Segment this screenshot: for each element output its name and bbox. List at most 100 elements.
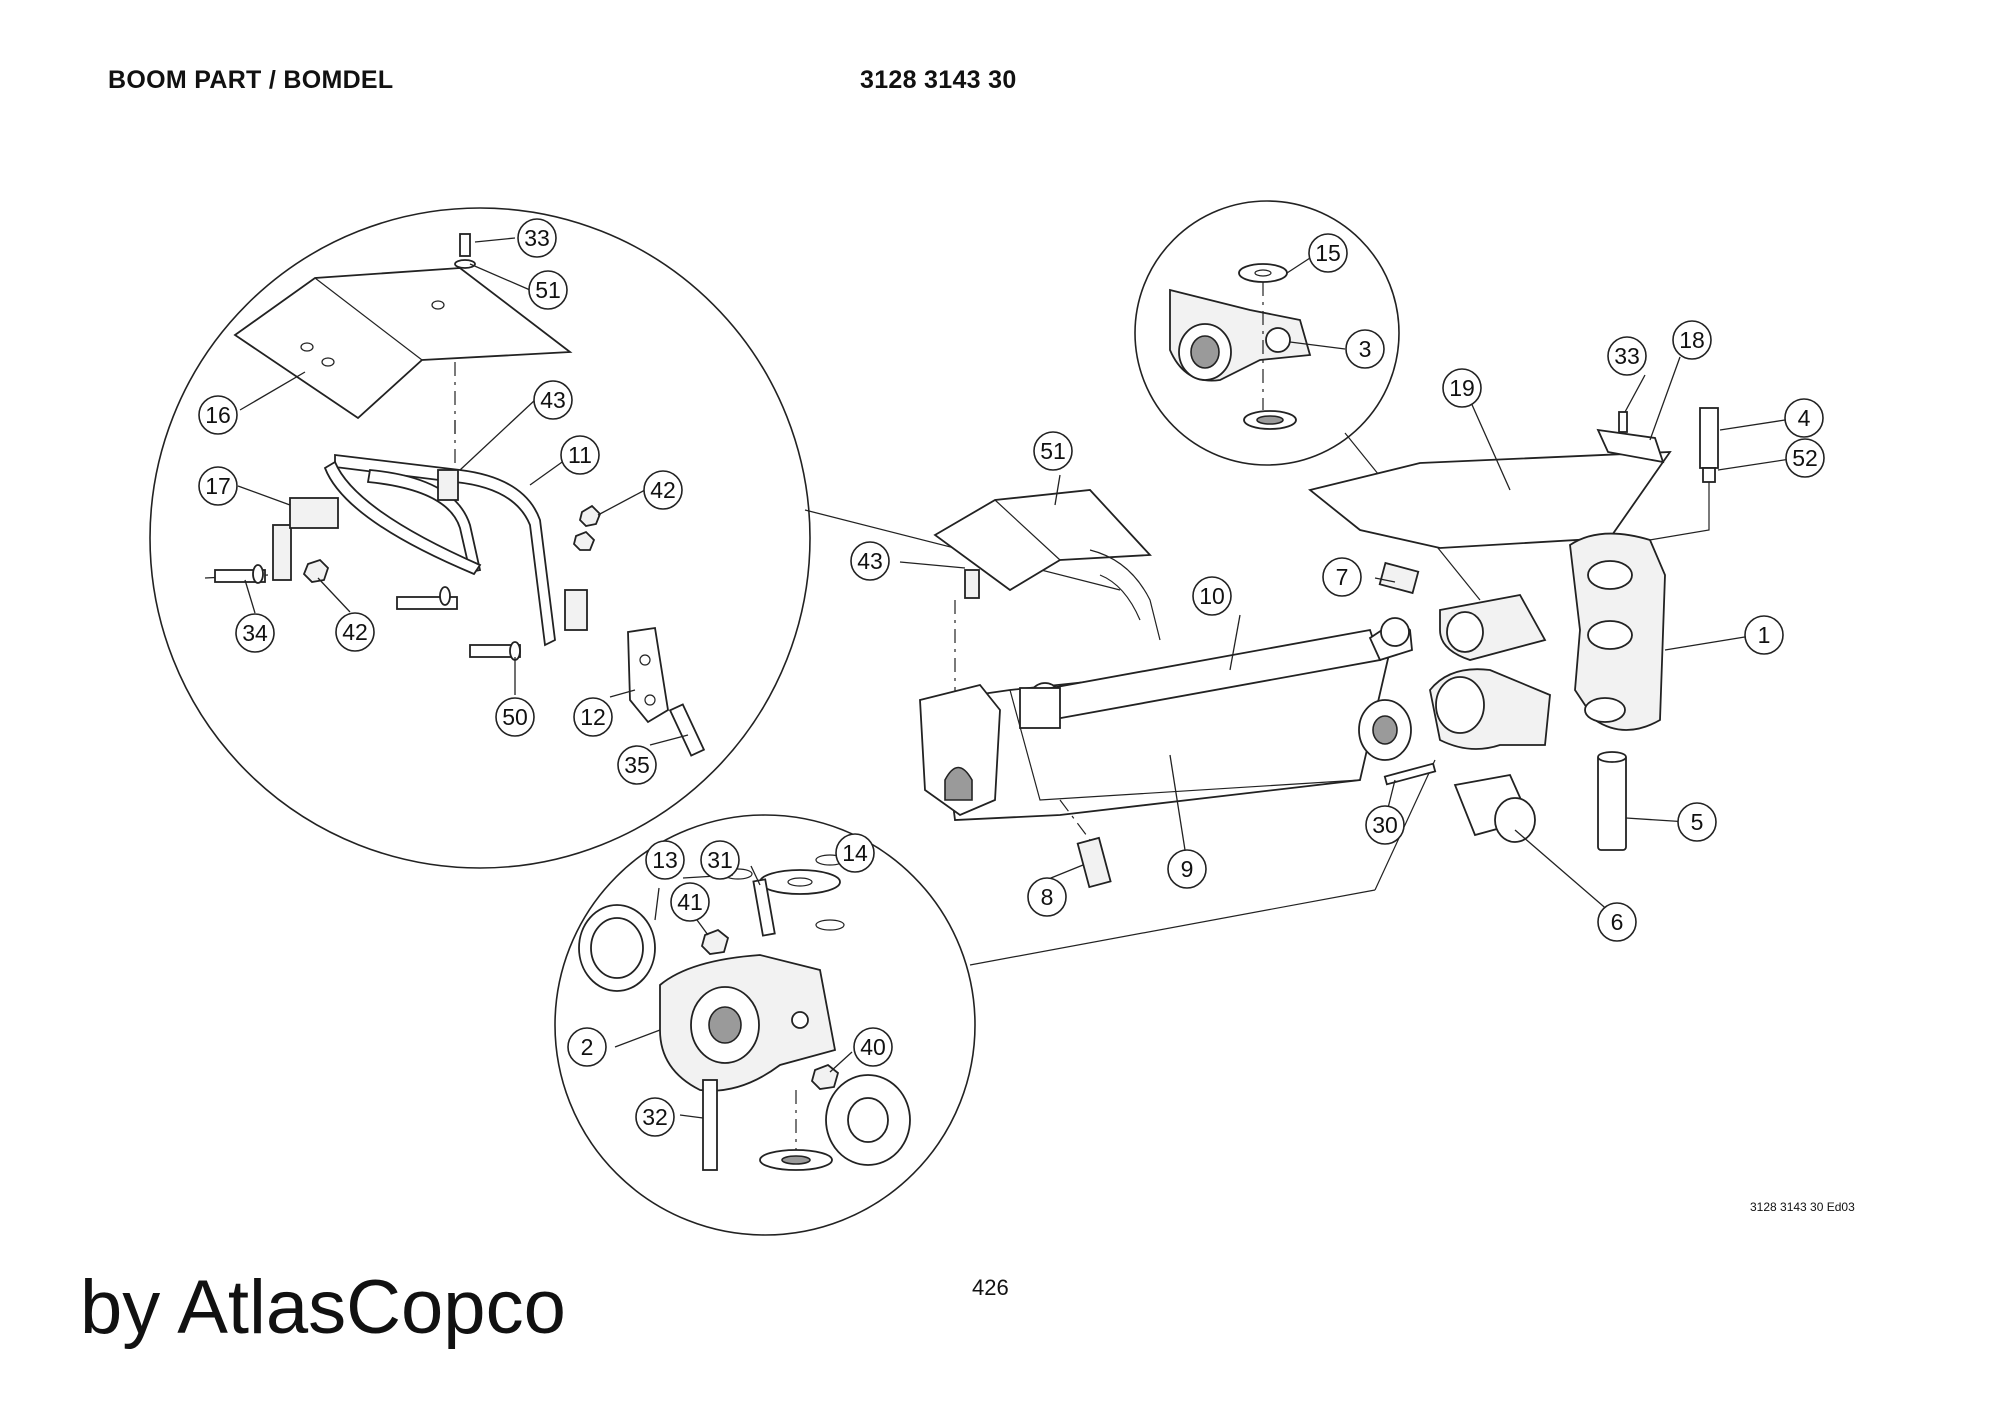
bolt-35: [668, 703, 706, 757]
callout-51: 51: [1033, 431, 1073, 471]
main-boom-assembly: [919, 407, 1719, 889]
svg-text:17: 17: [205, 473, 231, 499]
svg-text:6: 6: [1611, 909, 1624, 935]
svg-text:1: 1: [1758, 622, 1771, 648]
svg-text:52: 52: [1792, 445, 1818, 471]
svg-text:32: 32: [642, 1104, 668, 1130]
svg-text:9: 9: [1181, 856, 1194, 882]
nut-42: [302, 558, 330, 583]
pin-32: [702, 1079, 718, 1171]
svg-text:8: 8: [1041, 884, 1054, 910]
bolt-31: [752, 878, 776, 937]
callout-17: 17: [198, 466, 238, 506]
svg-text:7: 7: [1336, 564, 1349, 590]
fitting-43-main: [964, 569, 980, 599]
fitting-43: [437, 469, 459, 501]
callout-12: 12: [573, 697, 613, 737]
washer-14: [759, 869, 841, 895]
svg-text:50: 50: [502, 704, 528, 730]
bracket-12: [627, 626, 669, 724]
callout-43: 43: [533, 380, 573, 420]
callout-5: 5: [1677, 802, 1717, 842]
callout-2: 2: [567, 1027, 607, 1067]
callout-18: 18: [1672, 320, 1712, 360]
strip-18: [1596, 428, 1665, 464]
detail-circle-link: [1134, 200, 1400, 466]
pin-5: [1597, 754, 1627, 851]
svg-text:19: 19: [1449, 375, 1475, 401]
svg-text:14: 14: [842, 840, 868, 866]
bolt-30: [1383, 762, 1437, 786]
fitting-7: [1378, 561, 1420, 595]
svg-text:35: 35: [624, 752, 650, 778]
svg-text:41: 41: [677, 889, 703, 915]
bracket-17: [272, 524, 292, 581]
callout-41: 41: [670, 882, 710, 922]
svg-text:18: 18: [1679, 327, 1705, 353]
callout-51: 51: [528, 270, 568, 310]
svg-text:13: 13: [652, 847, 678, 873]
bracket-detail: [578, 854, 911, 1171]
callout-6: 6: [1597, 902, 1637, 942]
callout-43: 43: [850, 541, 890, 581]
boom-head: [919, 683, 1001, 817]
callout-7: 7: [1322, 557, 1362, 597]
washer-15: [1238, 263, 1288, 283]
nut-42: [579, 504, 602, 527]
callout-4: 4: [1784, 398, 1824, 438]
bolt-33-main: [1618, 411, 1628, 433]
svg-text:4: 4: [1798, 405, 1811, 431]
cover-plate-detail: [204, 233, 706, 757]
guide-tube-11: [334, 453, 556, 647]
callout-42: 42: [335, 612, 375, 652]
drawing-reference: 3128 3143 30 Ed03: [1750, 1200, 1855, 1214]
svg-text:31: 31: [707, 847, 733, 873]
svg-text:33: 33: [524, 225, 550, 251]
svg-text:5: 5: [1691, 809, 1704, 835]
svg-text:43: 43: [540, 387, 566, 413]
callout-42: 42: [643, 470, 683, 510]
svg-text:15: 15: [1315, 240, 1341, 266]
callout-33: 33: [517, 218, 557, 258]
svg-text:34: 34: [242, 620, 268, 646]
callout-33: 33: [1607, 336, 1647, 376]
callout-15: 15: [1308, 233, 1348, 273]
leader-lines: [237, 237, 1798, 1119]
callout-11: 11: [560, 435, 600, 475]
detail-connector-line: [1374, 759, 1436, 891]
svg-text:40: 40: [860, 1034, 886, 1060]
cover-plate-16: [233, 267, 573, 420]
link-detail: [1169, 263, 1312, 430]
svg-text:3: 3: [1359, 336, 1372, 362]
callout-30: 30: [1365, 805, 1405, 845]
callout-3: 3: [1345, 329, 1385, 369]
callout-35: 35: [617, 745, 657, 785]
callout-31: 31: [700, 840, 740, 880]
page-title: BOOM PART / BOMDEL: [108, 66, 394, 94]
callout-1: 1: [1744, 615, 1784, 655]
svg-text:42: 42: [650, 477, 676, 503]
callout-10: 10: [1192, 576, 1232, 616]
callout-40: 40: [853, 1027, 893, 1067]
pin-4: [1699, 407, 1719, 469]
callout-19: 19: [1442, 368, 1482, 408]
callout-14: 14: [835, 833, 875, 873]
svg-text:43: 43: [857, 548, 883, 574]
svg-text:12: 12: [580, 704, 606, 730]
washer-51: [454, 259, 476, 269]
svg-text:51: 51: [1040, 438, 1066, 464]
detail-circle-cover: [149, 207, 811, 869]
callout-13: 13: [645, 840, 685, 880]
detail-connector-line: [969, 889, 1376, 966]
bolt-33: [459, 233, 471, 257]
callout-16: 16: [198, 395, 238, 435]
svg-text:42: 42: [342, 619, 368, 645]
svg-text:51: 51: [535, 277, 561, 303]
callout-8: 8: [1027, 877, 1067, 917]
svg-text:30: 30: [1372, 812, 1398, 838]
detail-circle-bracket: [554, 814, 976, 1236]
brand-footer: by AtlasCopco: [80, 1265, 566, 1350]
callout-52: 52: [1785, 438, 1825, 478]
document-number: 3128 3143 30: [860, 66, 1017, 94]
